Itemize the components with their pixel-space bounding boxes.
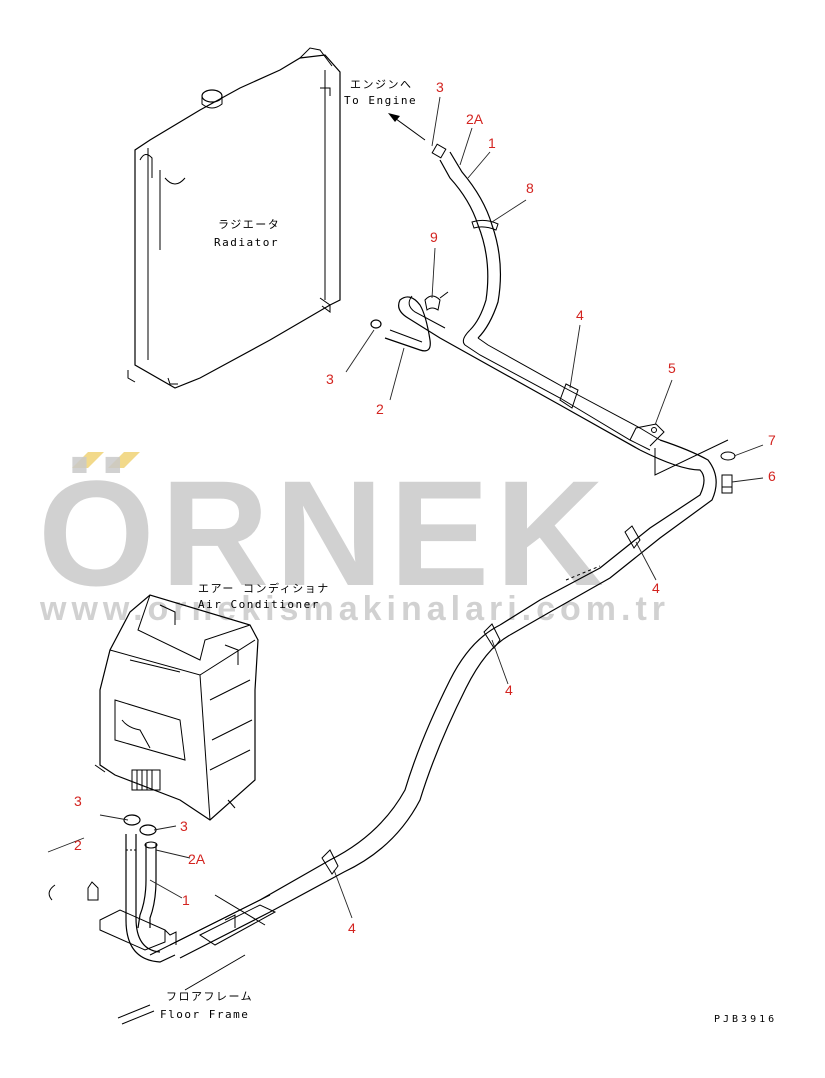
callout-1-upper: 1	[488, 135, 496, 151]
callout-5: 5	[668, 360, 676, 376]
watermark: ÖRNEK www.ornekismakinalari.com.tr	[38, 449, 670, 628]
callout-3-upper: 3	[436, 79, 444, 95]
callout-7: 7	[768, 432, 776, 448]
watermark-accent-right	[108, 452, 140, 468]
aircon-label-en: Air Conditioner	[198, 598, 320, 611]
callouts: 3 2A 1 8 9 3 2 4 5 7 6 4 4 3 3 2 2A 1 4	[74, 79, 776, 936]
callout-4-scurve: 4	[505, 682, 513, 698]
lower-hoses: フロアフレーム Floor Frame	[48, 814, 277, 1025]
callout-2-upper: 2	[376, 401, 384, 417]
watermark-url: www.ornekismakinalari.com.tr	[39, 590, 670, 628]
drawing-code: PJB3916	[714, 1014, 777, 1025]
callout-9: 9	[430, 229, 438, 245]
leader-lines	[47, 96, 764, 919]
main-pipe	[169, 439, 736, 959]
to-engine-indicator: エンジンへ To Engine	[344, 78, 426, 141]
callout-2-lower: 2	[74, 837, 82, 853]
callout-2a-lower: 2A	[188, 851, 206, 867]
to-engine-label-jp: エンジンへ	[350, 78, 413, 91]
callout-4-lower: 4	[348, 920, 356, 936]
callout-3-radiator: 3	[326, 371, 334, 387]
arrow-icon	[388, 113, 400, 122]
watermark-brand: ÖRNEK	[38, 449, 610, 617]
radiator: ラジエータ Radiator	[127, 47, 341, 389]
callout-6: 6	[768, 468, 776, 484]
callout-2a-upper: 2A	[466, 111, 484, 127]
air-conditioner: エアー コンディショナ Air Conditioner	[94, 581, 330, 821]
floor-frame-label-en: Floor Frame	[160, 1008, 249, 1021]
radiator-label-jp: ラジエータ	[218, 218, 280, 231]
callout-3-lower-right: 3	[180, 818, 188, 834]
callout-4-upper: 4	[576, 307, 584, 323]
floor-frame-label-jp: フロアフレーム	[166, 990, 253, 1003]
watermark-accent-left	[72, 452, 104, 468]
to-engine-label-en: To Engine	[344, 94, 417, 107]
callout-1-lower: 1	[182, 892, 190, 908]
callout-8: 8	[526, 180, 534, 196]
callout-3-lower-left: 3	[74, 793, 82, 809]
aircon-label-jp: エアー コンディショナ	[198, 581, 330, 595]
radiator-label-en: Radiator	[214, 236, 279, 249]
callout-4-mid: 4	[652, 580, 660, 596]
upper-hose	[370, 143, 665, 451]
